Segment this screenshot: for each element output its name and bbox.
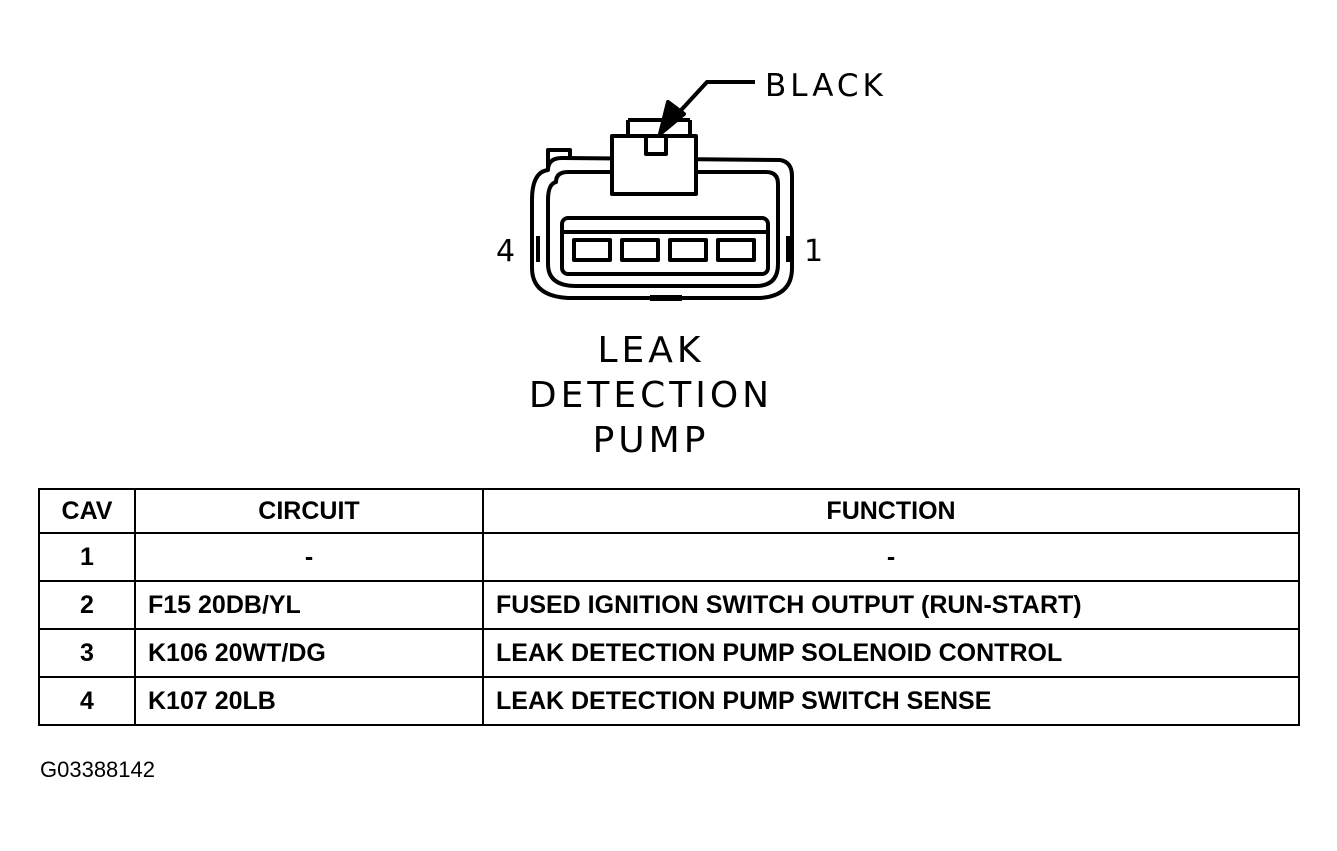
table-row: 4 K107 20LB LEAK DETECTION PUMP SWITCH S… [38,676,1300,726]
header-function: FUNCTION [482,488,1300,534]
table-header-row: CAV CIRCUIT FUNCTION [38,488,1300,534]
cell-circuit: F15 20DB/YL [134,580,484,630]
connector-drawing [530,80,794,301]
title-line-2: DETECTION [528,375,774,416]
cell-cav: 3 [38,628,136,678]
header-cav: CAV [38,488,136,534]
cavity-3 [620,238,660,262]
cell-cav: 2 [38,580,136,630]
color-leader-line [670,80,755,122]
cavity-4 [572,238,612,262]
table-row: 1 - - [38,532,1300,582]
latch-window [644,134,668,156]
connector-left-ear [546,148,572,170]
table-row: 2 F15 20DB/YL FUSED IGNITION SWITCH OUTP… [38,580,1300,630]
cell-cav: 4 [38,676,136,726]
table-row: 3 K106 20WT/DG LEAK DETECTION PUMP SOLEN… [38,628,1300,678]
connector-housing-outer [530,156,794,300]
pinout-table: CAV CIRCUIT FUNCTION 1 - - 2 F15 20DB/YL… [38,488,1300,726]
cell-function: LEAK DETECTION PUMP SWITCH SENSE [482,676,1300,726]
connector-housing-inner [546,170,780,288]
figure-id: G03388142 [40,757,155,782]
title-line-3: PUMP [592,420,710,461]
header-circuit: CIRCUIT [134,488,484,534]
terminal-frame [560,216,770,276]
pin-label-left: 4 [496,234,516,269]
cell-circuit: K106 20WT/DG [134,628,484,678]
cell-circuit: K107 20LB [134,676,484,726]
cell-function: - [482,532,1300,582]
cavity-1 [716,238,756,262]
cell-cav: 1 [38,532,136,582]
component-title: LEAK DETECTION PUMP [450,328,852,463]
title-line-1: LEAK [597,330,705,371]
cell-circuit: - [134,532,484,582]
cell-function: FUSED IGNITION SWITCH OUTPUT (RUN-START) [482,580,1300,630]
cell-function: LEAK DETECTION PUMP SOLENOID CONTROL [482,628,1300,678]
wire-color-label: BLACK [765,68,887,104]
pin-label-right: 1 [804,234,824,269]
cavity-2 [668,238,708,262]
